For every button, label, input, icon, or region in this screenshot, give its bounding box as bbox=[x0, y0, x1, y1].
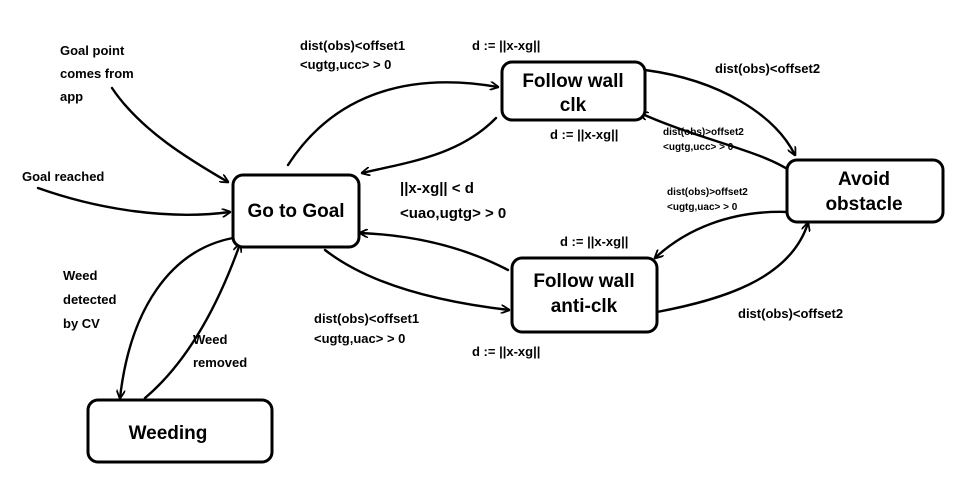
weed-removed-line2: removed bbox=[193, 355, 247, 370]
goal-point-line1: Goal point bbox=[60, 43, 125, 58]
weed-detected-line1: Weed bbox=[63, 268, 97, 283]
state-avoid-obstacle-line1: Avoid bbox=[838, 169, 890, 190]
avoid-to-clk-line2: <ugtg,ucc> > 0 bbox=[663, 142, 734, 153]
state-go-to-goal: Go to Goal bbox=[231, 173, 361, 249]
edge-follow-clk-to-goal bbox=[362, 116, 498, 173]
weed-detected-line2: detected bbox=[63, 292, 117, 307]
anticlk-d-top: d := ||x-xg|| bbox=[560, 234, 628, 249]
return-condition-line1: ||x-xg|| < d bbox=[400, 180, 474, 197]
goal-point-line2: comes from bbox=[60, 66, 134, 81]
state-follow-wall-clk: Follow wall clk bbox=[500, 60, 647, 122]
state-follow-wall-anticlk: Follow wall anti-clk bbox=[510, 256, 659, 334]
state-weeding-label: Weeding bbox=[129, 423, 208, 444]
avoid-to-anticlk-line2: <ugtg,uac> > 0 bbox=[667, 202, 738, 213]
state-follow-wall-anticlk-line2: anti-clk bbox=[551, 296, 618, 317]
avoid-to-clk-line1: dist(obs)>offset2 bbox=[663, 127, 744, 138]
edge-goal-reached bbox=[36, 186, 230, 215]
edge-avoid-to-follow-anticlk bbox=[655, 210, 790, 258]
to-anticlk-condition-line1: dist(obs)<offset1 bbox=[314, 311, 419, 326]
edge-avoid-to-follow-clk bbox=[640, 113, 794, 174]
edge-follow-anticlk-to-goal bbox=[358, 233, 510, 272]
to-clk-condition-line2: <ugtg,ucc> > 0 bbox=[300, 57, 391, 72]
state-follow-wall-anticlk-line1: Follow wall bbox=[533, 271, 634, 292]
clk-to-avoid-label: dist(obs)<offset2 bbox=[715, 61, 820, 76]
weed-removed-line1: Weed bbox=[193, 332, 227, 347]
state-avoid-obstacle-line2: obstacle bbox=[825, 194, 902, 215]
state-follow-wall-clk-line1: Follow wall bbox=[522, 71, 623, 92]
state-follow-wall-clk-line2: clk bbox=[560, 95, 587, 116]
clk-d-top: d := ||x-xg|| bbox=[472, 38, 540, 53]
state-go-to-goal-label: Go to Goal bbox=[247, 201, 344, 222]
edge-follow-anticlk-to-avoid bbox=[655, 223, 808, 314]
weed-detected-line3: by CV bbox=[63, 316, 100, 331]
goal-reached-label: Goal reached bbox=[22, 169, 104, 184]
edge-goal-to-weeding bbox=[120, 236, 235, 398]
to-clk-condition-line1: dist(obs)<offset1 bbox=[300, 38, 405, 53]
state-weeding: Weeding bbox=[86, 398, 274, 464]
clk-d-bottom: d := ||x-xg|| bbox=[550, 127, 618, 142]
avoid-to-anticlk-line1: dist(obs)>offset2 bbox=[667, 187, 748, 198]
edge-goal-to-follow-anticlk bbox=[323, 248, 509, 310]
state-avoid-obstacle: Avoid obstacle bbox=[785, 158, 945, 224]
to-anticlk-condition-line2: <ugtg,uac> > 0 bbox=[314, 331, 405, 346]
anticlk-d-bottom: d := ||x-xg|| bbox=[472, 344, 540, 359]
edge-goal-to-follow-clk bbox=[286, 81, 498, 167]
anticlk-to-avoid-label: dist(obs)<offset2 bbox=[738, 306, 843, 321]
goal-point-line3: app bbox=[60, 89, 83, 104]
edge-goal-point bbox=[110, 86, 228, 182]
edge-follow-clk-to-avoid bbox=[643, 68, 795, 155]
return-condition-line2: <uao,ugtg> > 0 bbox=[400, 205, 506, 222]
edge-weeding-to-goal bbox=[143, 244, 240, 400]
